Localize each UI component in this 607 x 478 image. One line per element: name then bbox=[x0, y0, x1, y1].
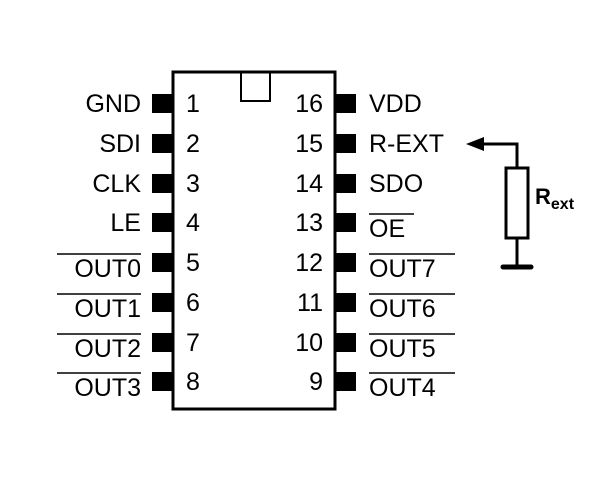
pin-pad bbox=[335, 94, 356, 113]
pin-pad bbox=[335, 253, 356, 272]
resistor-symbol bbox=[504, 166, 530, 240]
pin-10: 10 OUT5 bbox=[295, 329, 455, 363]
pin-7: 7 OUT2 bbox=[57, 329, 200, 363]
pin-6: 6 OUT1 bbox=[57, 289, 200, 323]
pin-number: 11 bbox=[297, 289, 323, 317]
pin-9: 9 OUT4 bbox=[309, 368, 455, 402]
pin-number: 2 bbox=[186, 130, 200, 158]
pin-13: 13 OE bbox=[295, 209, 414, 243]
pin-number: 1 bbox=[186, 90, 200, 118]
pin-name: OUT6 bbox=[369, 295, 436, 323]
left-pins: 1 GND 2 SDI 3 CLK 4 LE 5 OUT0 6 OUT1 7 OUT2 8 OUT3 bbox=[57, 90, 200, 402]
pin-number: 5 bbox=[186, 249, 200, 277]
pin-number: 8 bbox=[186, 368, 200, 396]
pin-name: GND bbox=[85, 90, 141, 118]
pin-name: R-EXT bbox=[369, 130, 444, 158]
pin-pad bbox=[335, 333, 356, 352]
pin-pad bbox=[335, 174, 356, 193]
right-pins: 16 VDD 15 R-EXT 14 SDO 13 OE 12 OUT7 11 OUT6 10 OUT5 9… bbox=[295, 90, 455, 402]
external-resistor-circuit: Rext bbox=[466, 137, 575, 270]
pin-number: 14 bbox=[295, 170, 323, 198]
pin-number: 3 bbox=[186, 170, 200, 198]
pin-8: 8 OUT3 bbox=[57, 368, 200, 402]
pin-pad bbox=[152, 333, 173, 352]
pin-5: 5 OUT0 bbox=[57, 249, 200, 283]
pin-pad bbox=[152, 174, 173, 193]
pin-1: 1 GND bbox=[85, 90, 199, 118]
pin-number: 6 bbox=[186, 289, 200, 317]
pin-name: OUT3 bbox=[74, 374, 141, 402]
pin-pad bbox=[335, 293, 356, 312]
pin-11: 11 OUT6 bbox=[297, 289, 455, 323]
rext-wire bbox=[482, 142, 519, 168]
pin-pad bbox=[335, 372, 356, 391]
pin-name: VDD bbox=[369, 90, 422, 118]
pin-name: SDO bbox=[369, 170, 423, 198]
pin-number: 15 bbox=[295, 130, 323, 158]
pin-number: 10 bbox=[295, 329, 323, 357]
pin-name: OUT1 bbox=[74, 295, 141, 323]
pin-pad bbox=[152, 94, 173, 113]
pin-name: OUT0 bbox=[74, 255, 141, 283]
pin-pad bbox=[152, 293, 173, 312]
resistor-label: Rext bbox=[535, 184, 575, 213]
pin-16: 16 VDD bbox=[295, 90, 422, 118]
pin-pad bbox=[335, 134, 356, 153]
pin-pad bbox=[152, 134, 173, 153]
pin-pad bbox=[152, 213, 173, 232]
pin-name: CLK bbox=[92, 170, 141, 198]
pin-12: 12 OUT7 bbox=[295, 249, 455, 283]
pin-pad bbox=[152, 253, 173, 272]
pin-number: 4 bbox=[186, 209, 200, 237]
pin-number: 12 bbox=[295, 249, 323, 277]
pin-15: 15 R-EXT bbox=[295, 130, 444, 158]
pin-3: 3 CLK bbox=[92, 170, 200, 198]
pin-name: OUT2 bbox=[74, 335, 141, 363]
pin-number: 16 bbox=[295, 90, 323, 118]
resistor-label-subscript: ext bbox=[551, 196, 575, 213]
pin-number: 7 bbox=[186, 329, 200, 357]
ic-package-body bbox=[171, 70, 337, 411]
pin-2: 2 SDI bbox=[99, 130, 200, 158]
pin-name: LE bbox=[110, 209, 141, 237]
arrow-head-icon bbox=[466, 137, 484, 151]
pin-number: 13 bbox=[295, 209, 323, 237]
pin-pad bbox=[335, 213, 356, 232]
pin-4: 4 LE bbox=[110, 209, 200, 237]
pin-name: OUT4 bbox=[369, 374, 436, 402]
resistor-label-main: R bbox=[535, 184, 551, 209]
pin-pad bbox=[152, 372, 173, 391]
pin-14: 14 SDO bbox=[295, 170, 423, 198]
pin-name: OE bbox=[369, 215, 405, 243]
pin-name: OUT7 bbox=[369, 255, 436, 283]
pin-name: SDI bbox=[99, 130, 141, 158]
pin1-notch-marker bbox=[240, 72, 271, 102]
pin-name: OUT5 bbox=[369, 335, 436, 363]
pin-number: 9 bbox=[309, 368, 323, 396]
